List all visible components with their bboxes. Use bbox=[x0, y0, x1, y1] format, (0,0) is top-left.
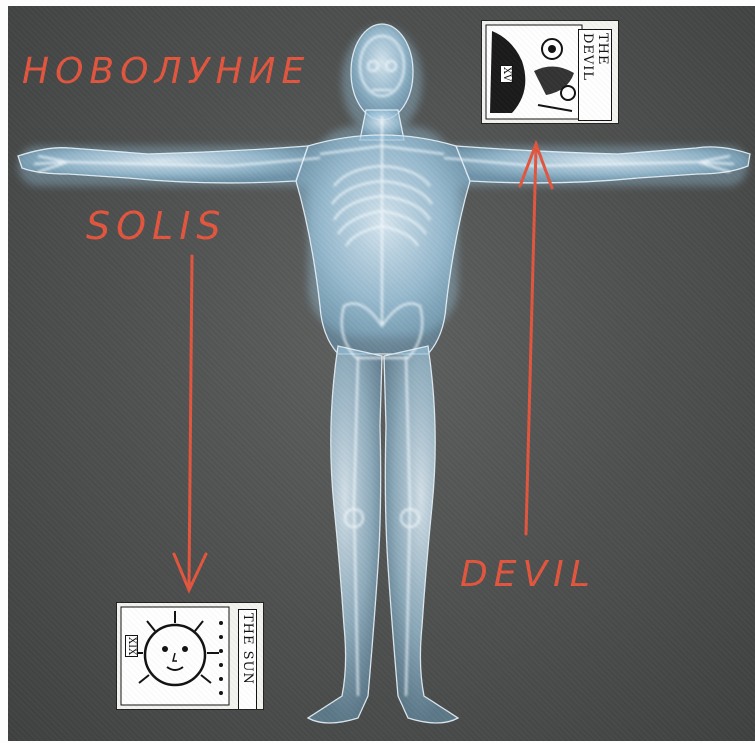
xray-scene: НОВОЛУНИЕ SOLIS DEVIL XV THE DEVIL bbox=[8, 6, 755, 741]
new-moon-label: НОВОЛУНИЕ bbox=[22, 51, 310, 92]
devil-card-number: XV bbox=[500, 65, 513, 83]
devil-tarot-card: XV THE DEVIL bbox=[481, 20, 619, 124]
solis-label: SOLIS bbox=[86, 204, 227, 248]
devil-card-title: THE DEVIL bbox=[578, 29, 612, 121]
sun-card-number: XIX bbox=[125, 635, 138, 657]
devil-label: DEVIL bbox=[460, 554, 596, 595]
sun-card-title: THE SUN bbox=[238, 609, 257, 710]
sun-tarot-card: XIX THE SUN bbox=[116, 602, 264, 710]
